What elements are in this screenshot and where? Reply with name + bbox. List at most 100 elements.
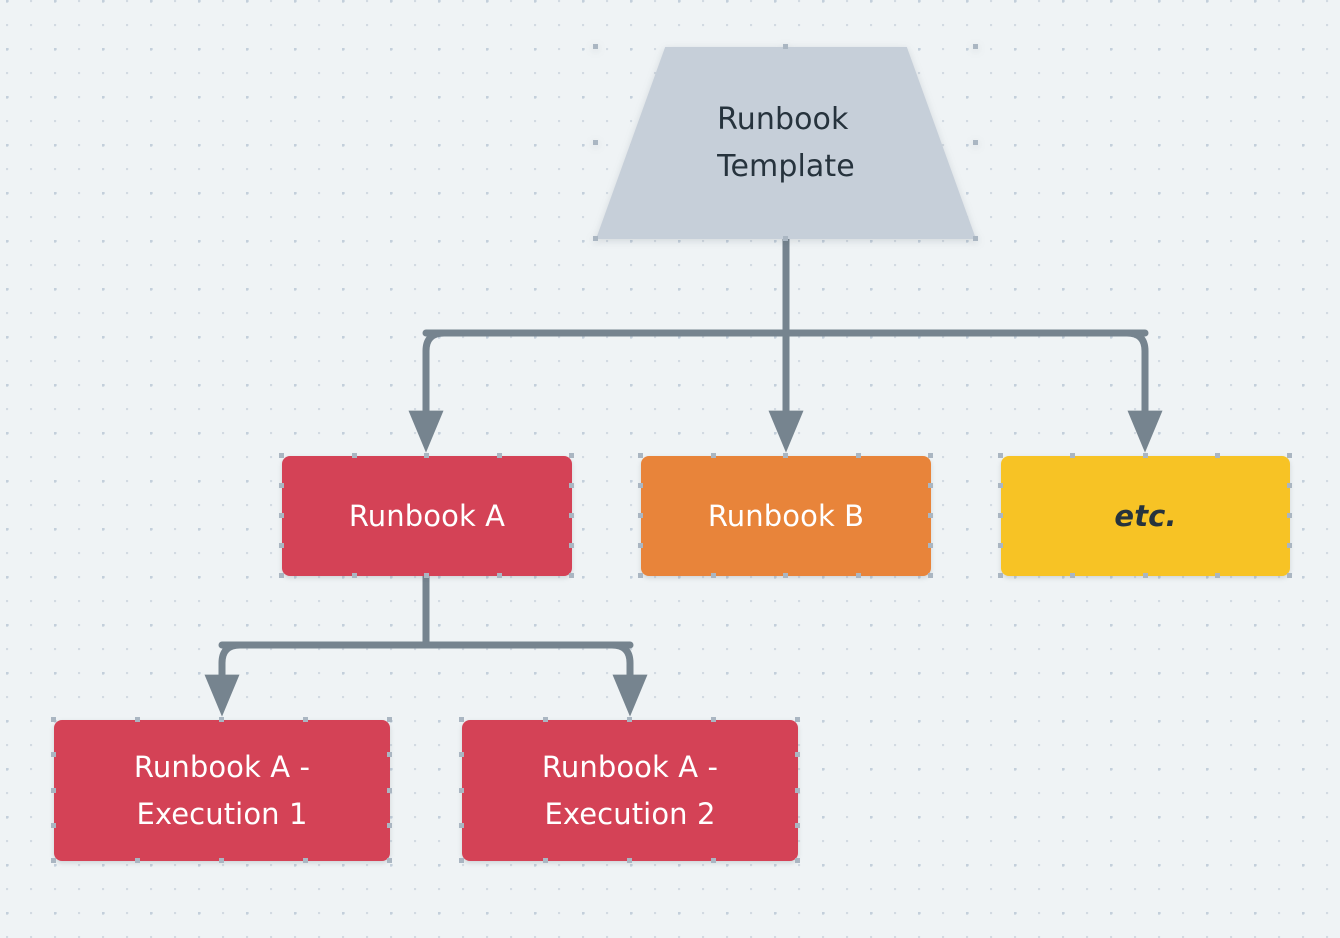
resize-handle[interactable] xyxy=(279,573,284,578)
resize-handle[interactable] xyxy=(627,858,632,863)
resize-handle[interactable] xyxy=(795,787,800,793)
resize-handle[interactable] xyxy=(569,483,574,488)
resize-handle[interactable] xyxy=(1142,453,1148,458)
resize-handle[interactable] xyxy=(710,453,716,458)
resize-handle[interactable] xyxy=(387,717,392,722)
resize-handle[interactable] xyxy=(928,573,933,578)
resize-handle[interactable] xyxy=(998,513,1003,518)
resize-handle[interactable] xyxy=(638,513,643,518)
resize-handle[interactable] xyxy=(593,236,598,241)
resize-handle[interactable] xyxy=(135,858,140,863)
resize-handle[interactable] xyxy=(459,858,464,863)
resize-handle[interactable] xyxy=(459,787,464,793)
resize-handle[interactable] xyxy=(1287,483,1292,488)
node-runbook-a-execution-2[interactable]: Runbook A - Execution 2 xyxy=(459,717,800,863)
resize-handle[interactable] xyxy=(51,752,56,758)
node-runbook-a[interactable]: Runbook A xyxy=(279,453,574,578)
resize-handle[interactable] xyxy=(638,543,643,548)
node-runbook-a-execution-1[interactable]: Runbook A - Execution 1 xyxy=(51,717,392,863)
resize-handle[interactable] xyxy=(1214,573,1220,578)
resize-handle[interactable] xyxy=(543,858,548,863)
node-runbook-template[interactable]: Runbook Template xyxy=(593,44,978,241)
resize-handle[interactable] xyxy=(51,717,56,722)
resize-handle[interactable] xyxy=(496,453,502,458)
resize-handle[interactable] xyxy=(855,453,861,458)
resize-handle[interactable] xyxy=(783,236,788,241)
resize-handle[interactable] xyxy=(387,858,392,863)
resize-handle[interactable] xyxy=(1142,573,1148,578)
resize-handle[interactable] xyxy=(459,717,464,722)
node-runbook-a-label: Runbook A xyxy=(348,498,506,533)
resize-handle[interactable] xyxy=(795,717,800,722)
resize-handle[interactable] xyxy=(998,483,1003,488)
resize-handle[interactable] xyxy=(543,717,548,722)
resize-handle[interactable] xyxy=(973,236,978,241)
resize-handle[interactable] xyxy=(387,822,392,828)
resize-handle[interactable] xyxy=(279,453,284,458)
resize-handle[interactable] xyxy=(998,453,1003,458)
resize-handle[interactable] xyxy=(279,483,284,488)
resize-handle[interactable] xyxy=(1070,453,1076,458)
selection-handles xyxy=(459,717,800,863)
resize-handle[interactable] xyxy=(351,573,357,578)
resize-handle[interactable] xyxy=(387,787,392,793)
resize-handle[interactable] xyxy=(569,513,574,518)
resize-handle[interactable] xyxy=(279,513,284,518)
resize-handle[interactable] xyxy=(459,822,464,828)
resize-handle[interactable] xyxy=(973,44,978,49)
resize-handle[interactable] xyxy=(1287,573,1292,578)
resize-handle[interactable] xyxy=(783,573,788,578)
resize-handle[interactable] xyxy=(1287,453,1292,458)
resize-handle[interactable] xyxy=(459,752,464,758)
resize-handle[interactable] xyxy=(496,573,502,578)
resize-handle[interactable] xyxy=(424,573,429,578)
resize-handle[interactable] xyxy=(928,453,933,458)
resize-handle[interactable] xyxy=(711,717,716,722)
resize-handle[interactable] xyxy=(928,483,933,488)
resize-handle[interactable] xyxy=(569,543,574,548)
resize-handle[interactable] xyxy=(795,858,800,863)
resize-handle[interactable] xyxy=(710,573,716,578)
resize-handle[interactable] xyxy=(627,717,632,722)
resize-handle[interactable] xyxy=(973,140,978,145)
resize-handle[interactable] xyxy=(279,543,284,548)
resize-handle[interactable] xyxy=(1070,573,1076,578)
resize-handle[interactable] xyxy=(51,858,56,863)
resize-handle[interactable] xyxy=(783,453,788,458)
resize-handle[interactable] xyxy=(783,44,788,49)
resize-handle[interactable] xyxy=(928,513,933,518)
resize-handle[interactable] xyxy=(219,858,224,863)
resize-handle[interactable] xyxy=(928,543,933,548)
node-runbook-b[interactable]: Runbook B xyxy=(638,453,933,578)
edge-template-to-runbook-a xyxy=(408,329,445,453)
resize-handle[interactable] xyxy=(569,453,574,458)
resize-handle[interactable] xyxy=(303,858,308,863)
resize-handle[interactable] xyxy=(351,453,357,458)
resize-handle[interactable] xyxy=(998,543,1003,548)
resize-handle[interactable] xyxy=(219,717,224,722)
resize-handle[interactable] xyxy=(593,44,598,49)
resize-handle[interactable] xyxy=(51,822,56,828)
resize-handle[interactable] xyxy=(424,453,429,458)
trapezoid-shape xyxy=(596,47,976,239)
resize-handle[interactable] xyxy=(303,717,308,722)
resize-handle[interactable] xyxy=(387,752,392,758)
resize-handle[interactable] xyxy=(638,453,643,458)
resize-handle[interactable] xyxy=(593,140,598,145)
resize-handle[interactable] xyxy=(795,822,800,828)
resize-handle[interactable] xyxy=(855,573,861,578)
resize-handle[interactable] xyxy=(795,752,800,758)
resize-handle[interactable] xyxy=(711,858,716,863)
resize-handle[interactable] xyxy=(638,483,643,488)
resize-handle[interactable] xyxy=(569,573,574,578)
resize-handle[interactable] xyxy=(638,573,643,578)
edge-runbook-a-to-execution-2 xyxy=(611,641,648,717)
resize-handle[interactable] xyxy=(135,717,140,722)
resize-handle[interactable] xyxy=(1287,543,1292,548)
resize-handle[interactable] xyxy=(1214,453,1220,458)
resize-handle[interactable] xyxy=(51,787,56,793)
resize-handle[interactable] xyxy=(1287,513,1292,518)
resize-handle[interactable] xyxy=(998,573,1003,578)
node-etc[interactable]: etc. xyxy=(998,453,1292,578)
